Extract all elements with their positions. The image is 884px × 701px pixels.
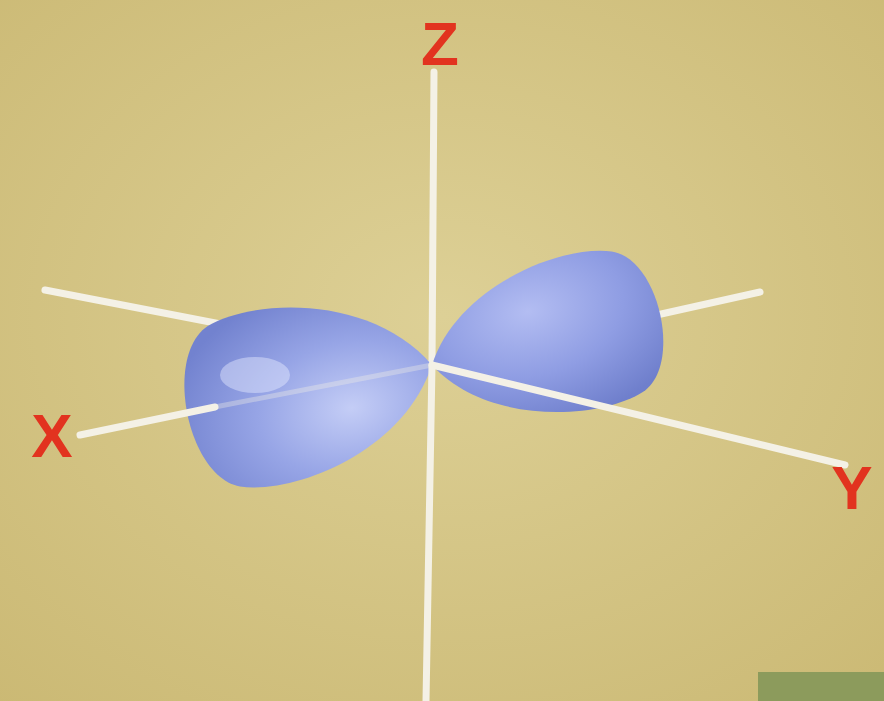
axis-label: Z (421, 13, 459, 75)
corner-patch (758, 672, 884, 701)
highlight (220, 357, 290, 393)
z-axis-bottom (426, 365, 432, 701)
orbital-lobe (415, 238, 677, 441)
axis-label: Y (831, 457, 872, 519)
axis-label: X (31, 405, 72, 467)
orbital-lobe (170, 279, 449, 500)
x-axis-inside (215, 365, 432, 407)
z-axis-top (432, 72, 434, 365)
x-axis-front (80, 407, 215, 435)
y-axis-front (432, 365, 845, 465)
